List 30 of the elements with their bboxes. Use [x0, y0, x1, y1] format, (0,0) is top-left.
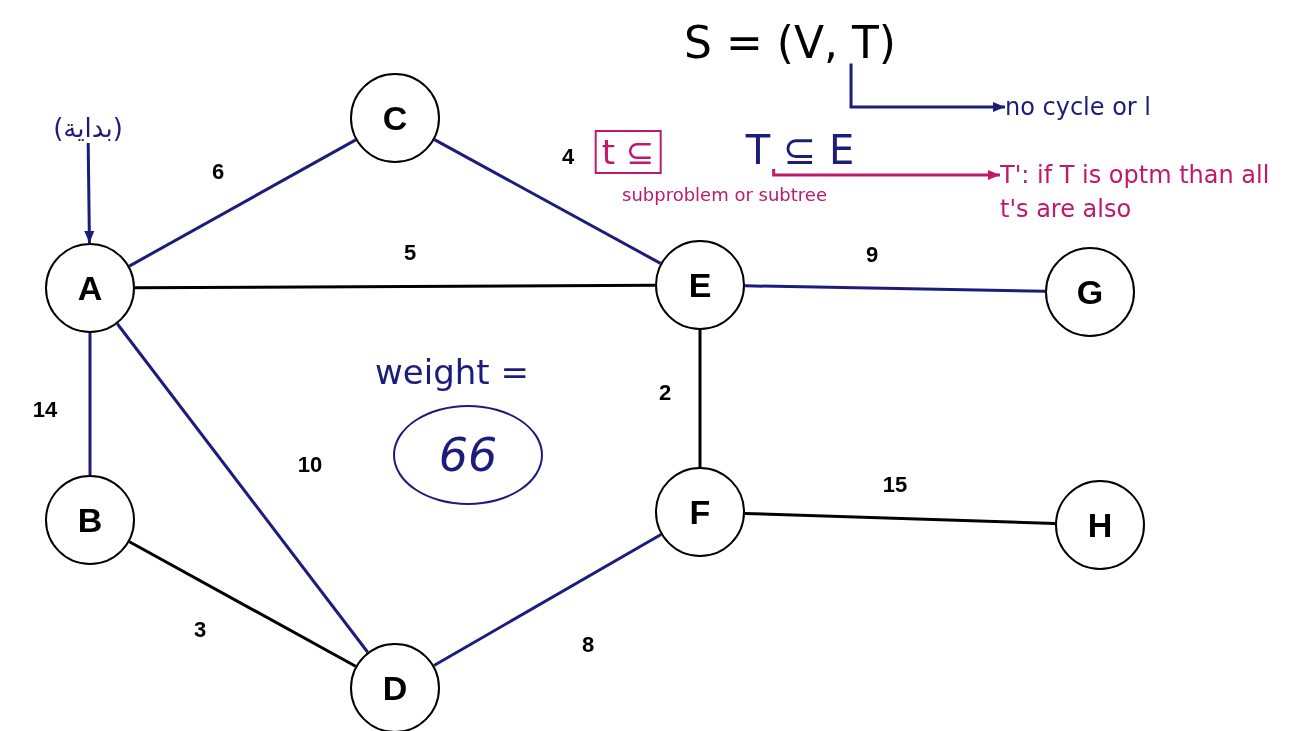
- graph-edge: [128, 138, 357, 268]
- graph-edge: [88, 333, 92, 475]
- handwritten-note: subproblem or subtree: [622, 184, 827, 205]
- arrow: [84, 143, 95, 244]
- vertex-circle: D: [350, 643, 440, 731]
- handwritten-formula: S = (V, T): [683, 16, 897, 68]
- boxed-formula: t ⊆: [594, 130, 662, 174]
- graph-edge: [128, 540, 357, 668]
- handwritten-note: weight =: [375, 352, 529, 392]
- vertex-circle: B: [45, 475, 135, 565]
- graph-edge: [116, 322, 369, 654]
- arrow: [849, 63, 1005, 112]
- vertex-circle: F: [655, 467, 745, 557]
- arrow: [772, 169, 1000, 180]
- graph-edge: [135, 283, 655, 290]
- handwritten-note: no cycle or l: [1005, 93, 1152, 121]
- graph-edge: [433, 138, 662, 265]
- graph-edge: [698, 330, 702, 467]
- vertex-circle: C: [350, 73, 440, 163]
- handwritten-note: (بداية): [53, 113, 123, 143]
- handwritten-formula: T ⊆ E: [745, 127, 855, 173]
- graph-edge: [744, 511, 1056, 526]
- graph-edge: [744, 284, 1046, 293]
- vertex-circle: E: [655, 240, 745, 330]
- graph-edge: [433, 533, 662, 667]
- circled-number: 66: [393, 405, 543, 505]
- vertex-circle: A: [45, 243, 135, 333]
- handwritten-note: T': if T is optm than all t's are also: [1000, 158, 1280, 226]
- vertex-circle: G: [1045, 247, 1135, 337]
- vertex-circle: H: [1055, 480, 1145, 570]
